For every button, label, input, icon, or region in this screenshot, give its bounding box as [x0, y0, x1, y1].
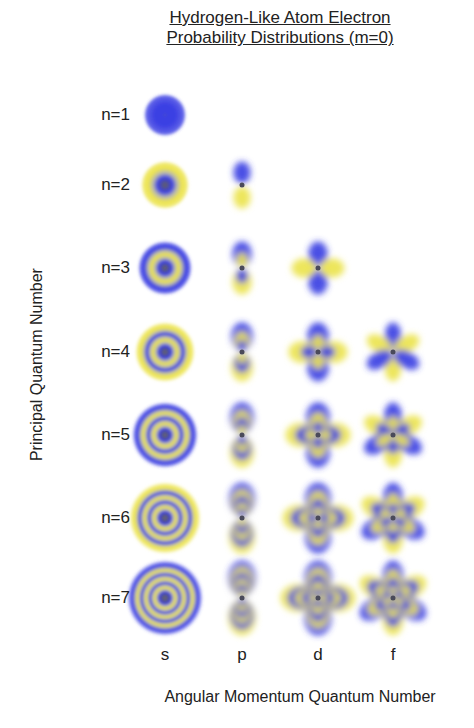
nucleus-dot: [391, 433, 396, 438]
axis-title: Angular Momentum Quantum Number: [164, 687, 435, 706]
orbital-lobes: [357, 483, 428, 554]
nucleus-dot: [240, 433, 245, 438]
orbital-lobes: [233, 162, 250, 209]
nucleus-dot: [240, 350, 245, 355]
s-orbital: [144, 94, 186, 136]
column-label: s: [161, 645, 170, 665]
s-orbital: [141, 161, 189, 209]
orbital-lobes: [232, 242, 251, 295]
nucleus-dot: [391, 350, 396, 355]
orbital-lobes: [289, 323, 348, 382]
orbital-lobes: [292, 242, 345, 295]
nucleus-dot: [391, 596, 396, 601]
nucleus-dot: [240, 183, 245, 188]
row-label: n=4: [101, 342, 130, 362]
orbital-lobes: [229, 483, 255, 554]
orbital-lobes: [355, 561, 430, 636]
row-label: n=5: [101, 425, 130, 445]
nucleus-dot: [240, 266, 245, 271]
s-orbital: [127, 560, 203, 636]
orbital-lobes: [363, 323, 422, 382]
nucleus-dot: [316, 266, 321, 271]
orbital-lobes: [230, 403, 254, 468]
column-label: f: [391, 645, 396, 665]
orbital-lobes: [228, 561, 255, 636]
column-label: p: [237, 645, 246, 665]
nucleus-dot: [316, 433, 321, 438]
diagram-title: Hydrogen-Like Atom Electron Probability …: [135, 8, 425, 49]
s-orbital: [135, 322, 195, 382]
row-label: n=7: [101, 588, 130, 608]
nucleus-dot: [240, 596, 245, 601]
orbital-lobes: [283, 483, 354, 554]
nucleus-dot: [316, 350, 321, 355]
s-orbital: [132, 402, 198, 468]
row-label: n=1: [101, 105, 130, 125]
nucleus-dot: [391, 516, 396, 521]
orbital-lobes: [231, 323, 253, 382]
row-label: n=6: [101, 508, 130, 528]
orbital-lobes: [281, 561, 356, 636]
s-orbital: [138, 241, 192, 295]
column-label: d: [313, 645, 322, 665]
nucleus-dot: [240, 516, 245, 521]
row-label: n=2: [101, 175, 130, 195]
nucleus-dot: [316, 516, 321, 521]
row-label: n=3: [101, 258, 130, 278]
orbital-lobes: [360, 403, 425, 468]
nucleus-dot: [316, 596, 321, 601]
axis-title: Principal Quantum Number: [26, 269, 45, 462]
s-orbital: [129, 482, 201, 554]
orbital-lobes: [286, 403, 351, 468]
